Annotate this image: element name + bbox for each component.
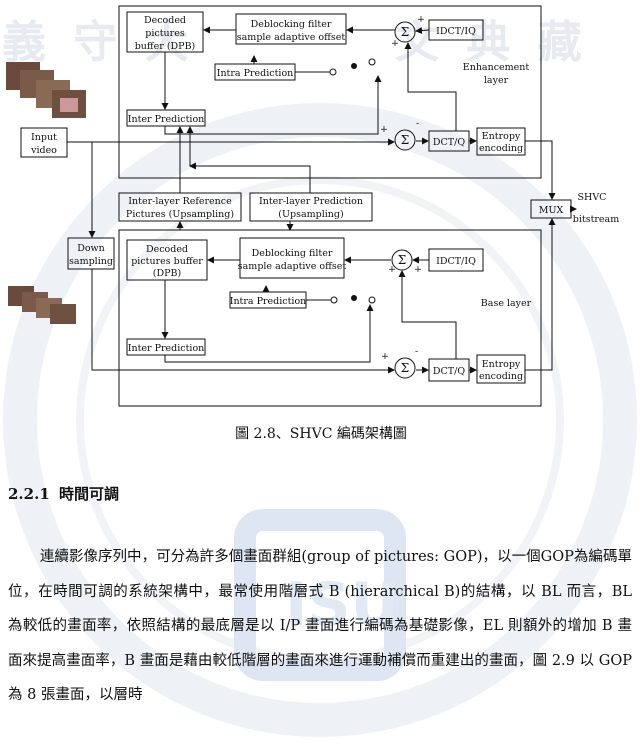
bl-sum-bottom-symbol: Σ [401,361,409,375]
output-line1: SHVC [578,192,607,203]
bl-idct-label: IDCT/IQ [436,256,476,267]
bl-minus-1: - [415,346,418,357]
bl-inter-label: Inter Prediction [128,343,205,354]
el-idct-label: IDCT/IQ [436,26,476,37]
el-dct-label: DCT/Q [433,137,465,148]
figure-caption: 圖 2.8、SHVC 編碼架構圖 [0,423,642,443]
el-plus-1: + [391,38,399,49]
down-sampling-line2: sampling [69,256,113,267]
input-video-line2: video [30,145,57,156]
bl-dpb-line2: pictures buffer [131,256,203,267]
el-layer-label-1: Enhancement [463,62,530,73]
bl-plus-2: + [414,264,422,275]
down-sampling-line1: Down [77,243,105,254]
el-sum-bottom-symbol: Σ [401,133,409,147]
bl-dpb-line1: Decoded [146,244,188,255]
el-deblock-line1: Deblocking filter [251,19,332,30]
el-dpb-line1: Decoded [144,15,186,26]
el-plus-2: + [417,14,425,25]
el-dpb-line3: buffer (DPB) [135,41,196,52]
inter-layer-ref-line1: Inter-layer Reference [128,196,232,207]
el-dpb-line2: pictures [145,28,185,39]
el-frame-thumbnails-icon [6,62,86,118]
el-deblock-line2: sample adaptive offset [237,32,346,43]
el-layer-label-2: layer [484,75,509,86]
el-entropy-line2: encoding [479,143,523,154]
bl-dpb-line3: (DPB) [153,268,181,279]
inter-layer-pred-line2: (Upsampling) [278,209,343,220]
el-intra-label: Intra Prediction [217,68,294,79]
el-minus-1: - [416,118,419,129]
shvc-encoder-diagram: Decoded pictures buffer (DPB) Deblocking… [0,0,642,420]
bl-plus-1: + [388,264,396,275]
body-paragraph: 連續影像序列中，可分為許多個畫面群組(group of pictures: GO… [8,540,632,713]
el-entropy-line1: Entropy [482,131,521,142]
el-plus-3: + [380,124,388,135]
bl-entropy-line1: Entropy [482,359,521,370]
bl-layer-label: Base layer [481,298,532,309]
bl-switch-icon [306,295,375,303]
bl-plus-3: + [381,351,389,362]
el-inter-label: Inter Prediction [128,114,205,125]
inter-layer-pred-line1: Inter-layer Prediction [259,196,363,207]
el-sum-top-symbol: Σ [401,25,409,39]
bl-entropy-line2: encoding [479,371,523,382]
output-line2: bitstream [573,214,619,225]
section-title: 時間可調 [59,485,119,503]
mux-label: MUX [539,205,564,216]
bl-dct-label: DCT/Q [433,366,465,377]
el-switch-icon [295,59,375,75]
inter-layer-ref-line2: Pictures (Upsampling) [126,209,234,220]
section-heading: 2.2.1 時間可調 [8,483,119,504]
bl-sum-top-symbol: Σ [398,253,406,267]
input-video-line1: Input [31,132,57,143]
bl-intra-label: Intra Prediction [230,296,307,307]
bl-deblock-line1: Deblocking filter [252,248,333,259]
section-number: 2.2.1 [8,485,50,503]
bl-frame-thumbnails-icon [8,286,76,324]
bl-deblock-line2: sample adaptive offset [238,261,347,272]
